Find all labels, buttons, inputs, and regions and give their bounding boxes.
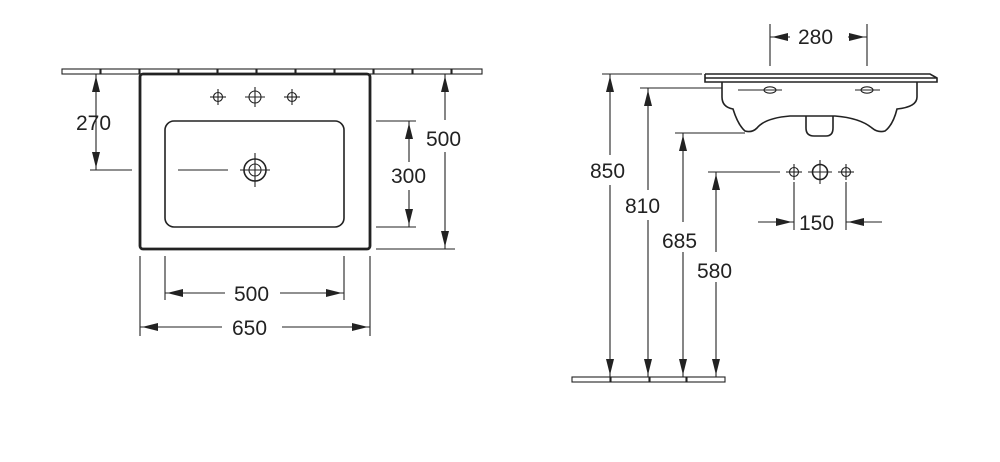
dim-500-vertical (376, 74, 455, 250)
floor-strip (571, 376, 726, 383)
dim-500-horizontal (164, 256, 345, 300)
dim-580 (708, 171, 780, 377)
dim-label-150: 150 (799, 212, 834, 235)
dim-label-300: 300 (391, 165, 426, 188)
drain-icon (178, 153, 270, 187)
side-tap-left-icon (738, 86, 782, 94)
tap-hole-left-icon (210, 89, 226, 105)
dim-label-500-horizontal: 500 (234, 283, 269, 306)
dim-650 (139, 256, 371, 336)
dim-label-850: 850 (590, 160, 625, 183)
dim-685 (675, 132, 745, 377)
tap-hole-center-icon (245, 87, 265, 107)
dim-850 (602, 73, 702, 377)
dim-150 (758, 182, 882, 230)
wall-tap-left-icon (786, 164, 802, 180)
dim-270 (90, 74, 132, 171)
wall-tap-right-icon (838, 164, 854, 180)
sink-profile (704, 73, 938, 133)
dim-810 (640, 87, 722, 377)
dim-label-580: 580 (697, 260, 732, 283)
side-tap-right-icon (855, 86, 880, 94)
sink-outline (138, 72, 372, 251)
dim-label-500-vertical: 500 (426, 128, 461, 151)
dim-label-810: 810 (625, 195, 660, 218)
side-view: 280 850 810 (571, 24, 938, 383)
basin-outline (164, 120, 345, 228)
dim-label-280: 280 (798, 26, 833, 49)
drain-outlet (805, 116, 834, 137)
top-view: 270 300 500 500 (61, 68, 483, 340)
dim-label-270: 270 (76, 112, 111, 135)
dim-300 (376, 120, 416, 228)
dim-280 (769, 24, 868, 66)
dim-label-650: 650 (232, 317, 267, 340)
wall-tap-center-icon (808, 160, 832, 184)
tap-hole-right-icon (284, 89, 300, 105)
dim-label-685: 685 (662, 230, 697, 253)
